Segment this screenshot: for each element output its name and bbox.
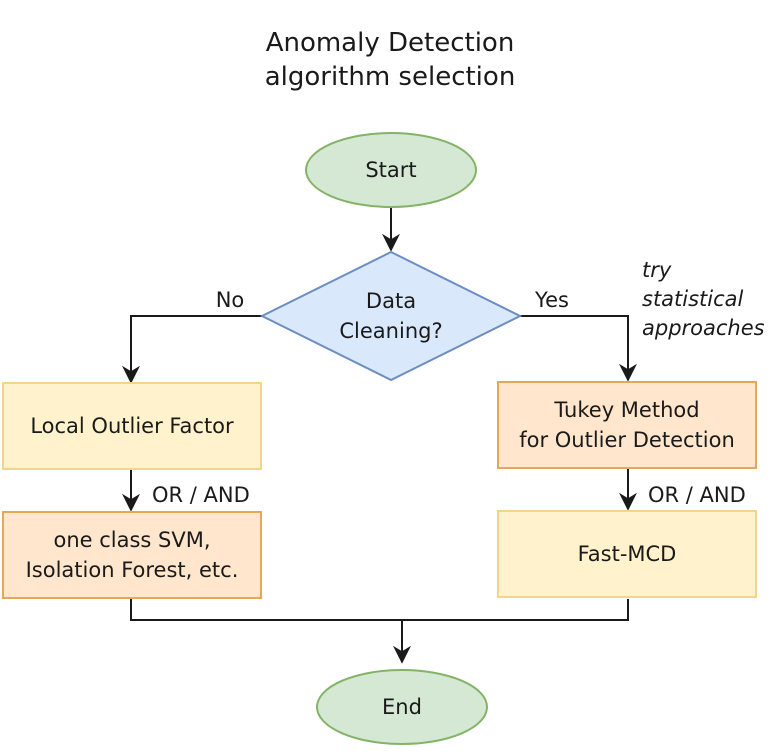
right-or-and-label: OR / AND xyxy=(648,483,746,507)
edge-yes-branch xyxy=(520,315,637,382)
note-line-2: statistical xyxy=(642,287,744,311)
start-label: Start xyxy=(365,158,417,182)
lof-label: Local Outlier Factor xyxy=(30,414,234,438)
note-line-1: try xyxy=(642,258,672,282)
diagram-title: Anomaly Detection algorithm selection xyxy=(190,26,590,94)
left-or-and-label: OR / AND xyxy=(152,483,250,507)
svm-label-line-2: Isolation Forest, etc. xyxy=(25,558,239,582)
no-branch-label: No xyxy=(215,288,245,312)
svm-node xyxy=(2,511,262,599)
decision-node xyxy=(259,250,523,382)
title-line-2: algorithm selection xyxy=(264,62,516,92)
fastmcd-label: Fast-MCD xyxy=(577,542,677,566)
note-line-3: approaches xyxy=(642,316,765,340)
edge-svm-merge xyxy=(130,599,629,621)
tukey-label-line-1: Tukey Method xyxy=(554,398,700,422)
yes-branch-label: Yes xyxy=(535,288,569,312)
tukey-node xyxy=(497,381,757,469)
lof-node xyxy=(2,382,262,470)
start-node xyxy=(305,132,477,208)
decision-label-line-2: Cleaning? xyxy=(339,319,443,343)
svm-label: one class SVM, Isolation Forest, etc. xyxy=(3,512,261,598)
tukey-label: Tukey Method for Outlier Detection xyxy=(498,382,756,468)
statistical-approaches-note: try statistical approaches xyxy=(642,256,765,343)
decision-label: Data Cleaning? xyxy=(306,286,476,346)
fastmcd-node xyxy=(497,510,757,598)
svm-label-line-1: one class SVM, xyxy=(53,528,211,552)
end-node xyxy=(316,669,488,745)
edge-no-branch xyxy=(122,315,262,384)
decision-label-line-1: Data xyxy=(365,289,417,313)
tukey-label-line-2: for Outlier Detection xyxy=(519,428,735,452)
title-line-1: Anomaly Detection xyxy=(265,28,515,58)
end-label: End xyxy=(382,695,422,719)
